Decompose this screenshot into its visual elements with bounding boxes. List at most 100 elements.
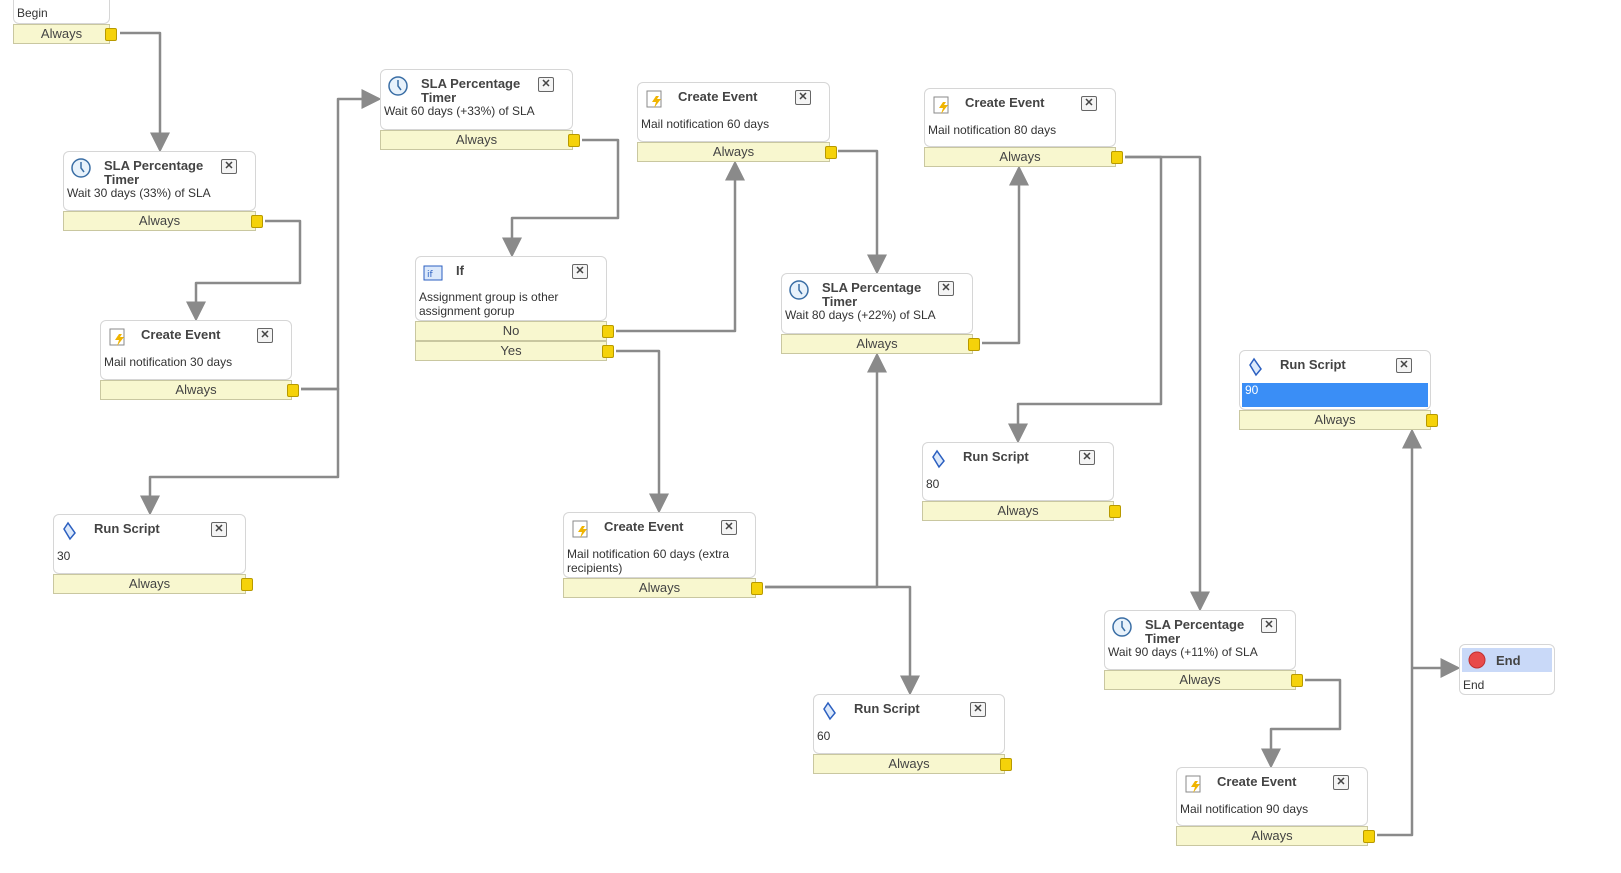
- exit-port[interactable]: [1363, 830, 1375, 843]
- exit-port[interactable]: [1111, 151, 1123, 164]
- activity-description: Mail notification 60 days (extra recipie…: [567, 547, 730, 575]
- activity-create-event-90[interactable]: Create Event✕Mail notification 90 days A…: [1176, 767, 1375, 846]
- activity-create-event-60-extra[interactable]: Create Event ✕ Mail notification 60 days (…: [563, 512, 763, 598]
- activity-sla-timer-80[interactable]: SLA Percentage Timer✕Wait 80 days (+22%)…: [781, 273, 980, 354]
- create-event-icon: [646, 90, 662, 108]
- activity-run-script-80[interactable]: Run Script✕80 Always: [922, 442, 1121, 521]
- close-icon[interactable]: ✕: [1333, 775, 1349, 790]
- exit-port[interactable]: [602, 345, 614, 358]
- exit-condition: Always: [924, 147, 1123, 167]
- activity-run-script-30[interactable]: Run Script✕30 Always: [53, 514, 253, 594]
- script-icon: [823, 701, 836, 721]
- close-icon[interactable]: ✕: [1261, 618, 1277, 633]
- stop-icon: [1468, 651, 1486, 669]
- close-icon[interactable]: ✕: [257, 328, 273, 343]
- activity-description: Mail notification 90 days: [1180, 802, 1309, 816]
- activity-title: Create Event: [141, 327, 221, 342]
- exit-port[interactable]: [241, 578, 253, 591]
- activity-title: Create Event: [604, 519, 684, 534]
- close-icon[interactable]: ✕: [938, 281, 954, 296]
- connector: [616, 349, 669, 514]
- activity-description-selected[interactable]: 90: [1242, 383, 1428, 407]
- exit-port[interactable]: [1109, 505, 1121, 518]
- connector: [765, 585, 920, 696]
- activity-create-event-60[interactable]: Create Event✕Mail notification 60 days A…: [637, 82, 837, 162]
- script-icon: [63, 521, 76, 541]
- exit-port[interactable]: [1426, 414, 1438, 427]
- activity-sla-timer-90[interactable]: SLA Percentage Timer✕Wait 90 days (+11%)…: [1104, 610, 1303, 690]
- activity-sla-timer-60[interactable]: SLA Percentage Timer✕Wait 60 days (+33%)…: [380, 69, 580, 150]
- exit-port[interactable]: [602, 325, 614, 338]
- exit-condition: Always: [563, 578, 763, 598]
- close-icon[interactable]: ✕: [211, 522, 227, 537]
- connector: [140, 387, 340, 516]
- activity-title: SLA Percentage Timer: [822, 280, 922, 309]
- create-event-icon: [1185, 775, 1201, 793]
- activity-begin[interactable]: Begin Always: [13, 0, 117, 44]
- close-icon[interactable]: ✕: [795, 90, 811, 105]
- exit-condition-no: No: [415, 321, 614, 341]
- connector: [120, 31, 170, 153]
- activity-title: End: [1496, 652, 1521, 668]
- script-icon: [1249, 357, 1262, 377]
- connector: [982, 165, 1029, 345]
- connector: [838, 149, 887, 275]
- clock-icon: [388, 76, 408, 96]
- activity-end[interactable]: End End: [1459, 644, 1555, 695]
- svg-text:if: if: [427, 270, 434, 280]
- activity-create-event-80[interactable]: Create Event ✕ Mail notification 80 days A…: [924, 88, 1123, 167]
- activity-run-script-90[interactable]: Run Script✕90 Always: [1239, 350, 1438, 430]
- exit-port[interactable]: [251, 215, 263, 228]
- activity-description: End: [1463, 678, 1485, 692]
- exit-port[interactable]: [568, 134, 580, 147]
- activity-title: Create Event: [678, 89, 758, 104]
- connector: [1261, 678, 1342, 769]
- close-icon[interactable]: ✕: [538, 77, 554, 92]
- activity-sla-timer-30[interactable]: SLA Percentage Timer✕Wait 30 days (33%) …: [63, 151, 263, 231]
- activity-create-event-30[interactable]: Create Event✕Mail notification 30 days A…: [100, 320, 299, 400]
- activity-description: Assignment group is other assignment gor…: [419, 290, 559, 318]
- activity-if[interactable]: if If ✕ Assignment group is other assignmen…: [415, 256, 614, 361]
- close-icon[interactable]: ✕: [221, 159, 237, 174]
- exit-port[interactable]: [1000, 758, 1012, 771]
- script-icon: [932, 449, 945, 469]
- exit-port[interactable]: [1291, 674, 1303, 687]
- exit-condition-yes: Yes: [415, 341, 614, 361]
- close-icon[interactable]: ✕: [1396, 358, 1412, 373]
- connector: [186, 219, 302, 322]
- close-icon[interactable]: ✕: [1079, 450, 1095, 465]
- create-event-icon: [572, 520, 588, 538]
- exit-condition: Always: [922, 501, 1121, 521]
- exit-port[interactable]: [968, 338, 980, 351]
- exit-condition: Always: [380, 130, 580, 150]
- activity-description: 60: [817, 729, 831, 743]
- activity-description: Mail notification 60 days: [641, 117, 770, 131]
- activity-title: Create Event: [965, 95, 1045, 110]
- exit-condition: Always: [13, 24, 117, 44]
- create-event-icon: [933, 96, 949, 114]
- activity-description: Mail notification 80 days: [928, 123, 1057, 137]
- activity-title: Create Event: [1217, 774, 1297, 789]
- activity-label: Begin: [17, 6, 48, 20]
- activity-run-script-60[interactable]: Run Script✕60 Always: [813, 694, 1012, 774]
- exit-condition: Always: [813, 754, 1012, 774]
- exit-port[interactable]: [287, 384, 299, 397]
- activity-title: Run Script: [1280, 357, 1346, 372]
- clock-icon: [1112, 617, 1132, 637]
- close-icon[interactable]: ✕: [572, 264, 588, 279]
- activity-title: SLA Percentage Timer: [104, 158, 204, 187]
- close-icon[interactable]: ✕: [1081, 96, 1097, 111]
- connector: [1377, 428, 1422, 837]
- connector: [616, 160, 745, 333]
- exit-port[interactable]: [105, 28, 117, 41]
- close-icon[interactable]: ✕: [970, 702, 986, 717]
- close-icon[interactable]: ✕: [721, 520, 737, 535]
- activity-title: SLA Percentage Timer: [1145, 617, 1245, 646]
- connector: [765, 352, 887, 589]
- activity-description: Wait 60 days (+33%) of SLA: [384, 104, 535, 118]
- exit-port[interactable]: [825, 146, 837, 159]
- activity-description: 80: [926, 477, 940, 491]
- exit-port[interactable]: [751, 582, 763, 595]
- activity-description: Mail notification 30 days: [104, 355, 233, 369]
- activity-title: If: [456, 263, 464, 278]
